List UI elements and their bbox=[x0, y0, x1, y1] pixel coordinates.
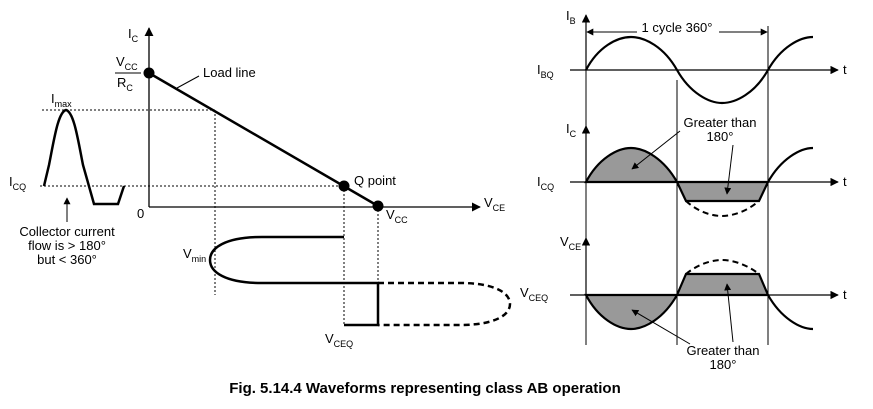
ic-t-label: t bbox=[843, 174, 847, 189]
ib-t-label: t bbox=[843, 62, 847, 77]
vce-note-arrow-right bbox=[724, 283, 734, 343]
figure-caption: Fig. 5.14.4 Waveforms representing class… bbox=[229, 380, 621, 397]
load-line-graph: IC VCE 0 VCC RC Load line Q point VCC Im… bbox=[9, 26, 512, 349]
ic-note-arrow-right bbox=[724, 144, 734, 195]
vce-clipped-fill bbox=[675, 272, 770, 297]
collector-note-line2: flow is > 180° bbox=[28, 238, 106, 253]
cycle-label-bg bbox=[637, 20, 719, 36]
q-point-label: Q point bbox=[354, 173, 396, 188]
ic-note-arrow-left bbox=[631, 130, 681, 170]
imax-label: Imax bbox=[51, 91, 72, 109]
collector-current-waveform bbox=[42, 108, 126, 206]
vceq-right-label: VCEQ bbox=[520, 285, 548, 303]
vceq-label: VCEQ bbox=[325, 331, 353, 349]
ib-axis-label: IB bbox=[566, 8, 576, 26]
vmin-label: Vmin bbox=[183, 246, 206, 264]
icq-label: ICQ bbox=[9, 174, 26, 192]
vce-note-line2: 180° bbox=[710, 357, 737, 372]
vce-dashed-peak bbox=[685, 258, 760, 275]
ic-axis-label: IC bbox=[128, 26, 139, 44]
vce-negative-fill bbox=[584, 293, 679, 331]
load-line-label: Load line bbox=[203, 65, 256, 80]
ic-axis-label: IC bbox=[566, 121, 577, 139]
vce-note-arrow-left bbox=[631, 309, 691, 345]
vcc-rc-point bbox=[143, 67, 155, 79]
collector-note-line3: but < 360° bbox=[37, 252, 97, 267]
ic-clipped-fill bbox=[675, 180, 770, 203]
ib-sine bbox=[585, 35, 814, 105]
collector-note-line1: Collector current bbox=[19, 224, 115, 239]
cycle-label: 1 cycle 360° bbox=[642, 20, 713, 35]
vcc-over-rc-numerator: VCC bbox=[116, 54, 138, 72]
ic-positive-fill bbox=[584, 146, 679, 184]
vce-note-line1: Greater than bbox=[687, 343, 760, 358]
icq-right-label: ICQ bbox=[537, 174, 554, 192]
vce-next-cycle bbox=[767, 294, 814, 331]
ic-note-line1: Greater than bbox=[684, 115, 757, 130]
waveform-graphs: 1 cycle 360° IB IBQ t IC ICQ t Greater t… bbox=[520, 8, 847, 372]
vce-waveform-dashed bbox=[378, 281, 512, 327]
vce-axis-label: VCE bbox=[484, 195, 505, 213]
vcc-over-rc-denominator: RC bbox=[117, 75, 133, 93]
vce-t-label: t bbox=[843, 287, 847, 302]
vce-waveform-solid bbox=[208, 235, 380, 327]
ibq-label: IBQ bbox=[537, 62, 554, 80]
origin-label: 0 bbox=[137, 206, 144, 221]
ic-note-line2: 180° bbox=[707, 129, 734, 144]
ic-dashed-peak bbox=[685, 200, 760, 218]
load-line-pointer bbox=[176, 75, 200, 89]
vce-right-axis-label: VCE bbox=[560, 234, 581, 252]
ic-next-cycle bbox=[767, 146, 814, 183]
vcc-label: VCC bbox=[386, 207, 408, 225]
